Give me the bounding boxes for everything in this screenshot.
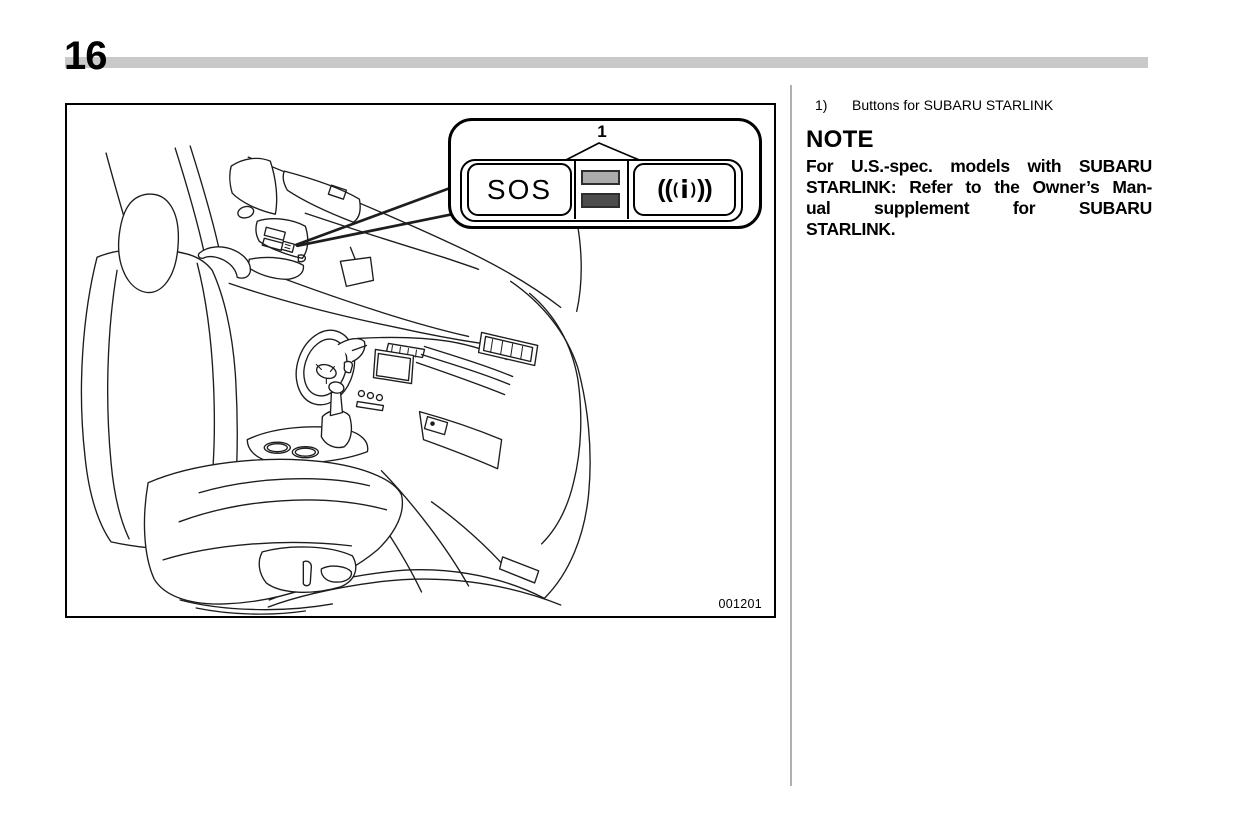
callout-number-label: 1 bbox=[597, 122, 607, 141]
center-console bbox=[246, 381, 369, 464]
legend-item-number: 1) bbox=[815, 97, 828, 113]
note-heading: NOTE bbox=[806, 126, 874, 153]
steering-wheel bbox=[295, 329, 368, 406]
header-rule-bar bbox=[65, 57, 1148, 68]
sound-wave-icon: ( bbox=[672, 180, 679, 198]
note-line: ual supplement for SUBARU bbox=[806, 198, 1152, 218]
legend-item: 1) Buttons for SUBARU STARLINK bbox=[815, 97, 1053, 114]
callout-leader-lines bbox=[294, 185, 454, 248]
page-number: 16 bbox=[64, 34, 107, 78]
callout-pointer-lines bbox=[561, 142, 645, 163]
sos-button: SOS bbox=[467, 163, 572, 216]
starlink-button-panel: SOS (( ( i ) )) bbox=[460, 159, 743, 222]
sos-button-label: SOS bbox=[486, 173, 553, 205]
sound-wave-icon: )) bbox=[697, 175, 713, 203]
overhead-console bbox=[197, 218, 375, 288]
figure-code: 001201 bbox=[718, 597, 762, 611]
i-call-button: (( ( i ) )) bbox=[633, 163, 736, 216]
info-i-icon: i bbox=[680, 175, 689, 204]
car-interior-illustration bbox=[80, 133, 591, 615]
callout-box: 1 SOS (( ( i ) )) bbox=[448, 118, 762, 229]
column-divider bbox=[790, 85, 792, 786]
driver-seat bbox=[80, 193, 404, 615]
sound-wave-icon: ) bbox=[690, 180, 697, 198]
microphone-slot-bottom bbox=[581, 193, 620, 208]
note-line: STARLINK. bbox=[806, 219, 896, 239]
microphone-slot-top bbox=[581, 170, 620, 185]
note-line: STARLINK: Refer to the Owner’s Man- bbox=[806, 177, 1152, 197]
panel-divider bbox=[627, 161, 630, 219]
note-body: For U.S.-spec. models with SUBARU STARLI… bbox=[806, 156, 1152, 240]
panel-divider bbox=[574, 161, 577, 219]
note-line: For U.S.-spec. models with SUBARU bbox=[806, 156, 1152, 176]
sound-wave-icon: (( bbox=[657, 175, 673, 203]
legend-item-text: Buttons for SUBARU STARLINK bbox=[852, 97, 1054, 113]
